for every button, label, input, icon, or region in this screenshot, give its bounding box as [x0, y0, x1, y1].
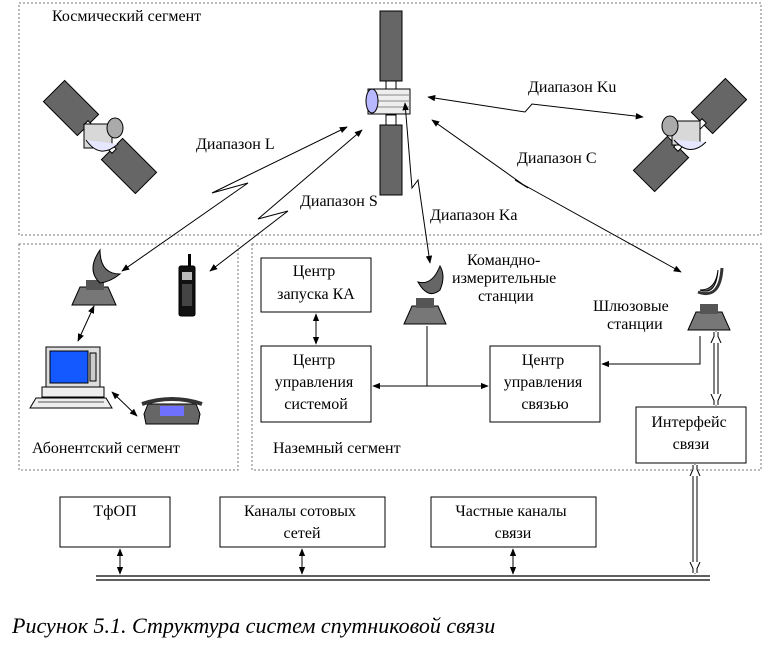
desk-phone-icon: [141, 397, 203, 425]
launch-center-box: Центр запуска КА: [260, 257, 372, 313]
satellite-right-icon: [632, 77, 748, 193]
band-ka-label: Диапазон Ka: [430, 207, 517, 224]
link-ka-band: [402, 102, 433, 264]
svg-text:Частные каналы связи: Частные каналы связи: [455, 503, 570, 542]
svg-text:ТфОП: ТфОП: [93, 503, 137, 520]
link-comm-gateway: [601, 336, 701, 368]
svg-text:Центр управления с: Центр управления системой: [275, 352, 358, 413]
space-segment-label: Космический сегмент: [52, 8, 201, 25]
computer-icon: [29, 346, 113, 409]
system-control-center-box: Центр управления системой: [260, 345, 372, 423]
band-l-label: Диапазон L: [196, 136, 275, 153]
gateway-station-dish-icon: [687, 267, 731, 331]
link-c-band: [431, 119, 682, 273]
gateway-station-label: Шлюзовые станции: [593, 298, 673, 333]
command-station-label: Командно- измерительные станции: [452, 252, 560, 305]
link-dish-computer: [77, 305, 95, 342]
comm-control-center-box: Центр управления связью: [489, 345, 601, 423]
ground-segment-label: Наземный сегмент: [273, 440, 401, 457]
figure-caption: Рисунок 5.1. Структура систем спутниково…: [12, 613, 496, 638]
band-c-label: Диапазон C: [517, 150, 597, 167]
subscriber-segment-label: Абонентский сегмент: [32, 440, 180, 457]
ground-segment-frame: [251, 243, 762, 471]
cellular-networks-box: Каналы сотовых сетей: [219, 496, 386, 548]
band-s-label: Диапазон S: [300, 193, 378, 210]
svg-text:Каналы сотовых сетей: Каналы сотовых сетей: [244, 503, 360, 542]
command-station-dish-icon: [403, 264, 447, 325]
pstn-box: ТфОП: [59, 496, 171, 548]
subscriber-dish-icon: [71, 248, 122, 306]
svg-text:Центр управления с: Центр управления связью: [504, 352, 587, 413]
satellite-center-icon: [365, 10, 411, 196]
link-computer-phone: [111, 391, 138, 417]
satellite-left-icon: [42, 79, 158, 195]
space-segment-frame: [18, 2, 762, 236]
link-ku-band: [427, 94, 644, 120]
private-channels-box: Частные каналы связи: [430, 496, 597, 548]
link-s-band: [209, 129, 363, 272]
band-ku-label: Диапазон Ku: [528, 79, 616, 96]
svg-text:Интерфейс связи: Интерфейс связи: [651, 414, 730, 453]
interface-box: Интерфейс связи: [635, 406, 747, 464]
svg-text:Центр запуска КА: Центр запуска КА: [277, 263, 355, 303]
mobile-phone-icon: [178, 254, 196, 317]
